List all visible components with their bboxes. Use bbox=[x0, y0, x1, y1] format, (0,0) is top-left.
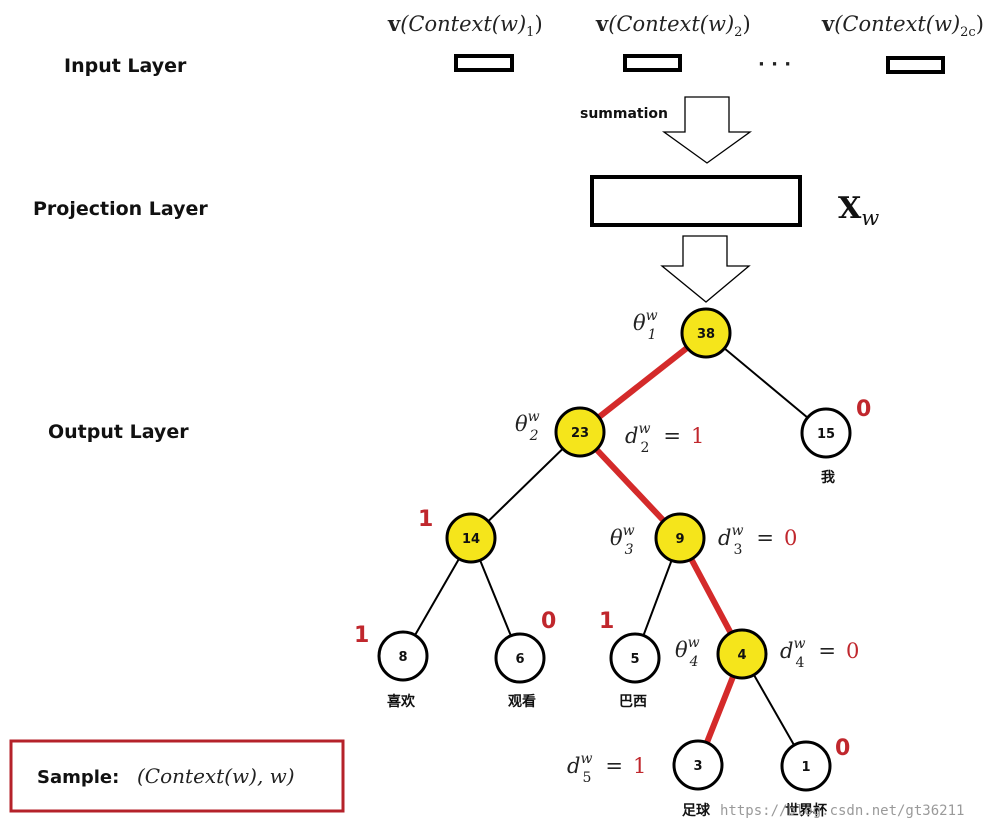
node-value: 1 bbox=[801, 760, 810, 775]
branch-code-15: 0 bbox=[856, 397, 871, 422]
node-circle bbox=[494, 632, 546, 684]
projection-vector-label: Xw bbox=[838, 191, 879, 230]
node-circle bbox=[654, 512, 706, 564]
input-vector-box-2c bbox=[886, 56, 945, 74]
node-circle bbox=[445, 512, 497, 564]
input-vector-label-2: v(Context(w)2) bbox=[595, 11, 751, 40]
tree-node-5: 5 bbox=[609, 632, 661, 684]
projection-box bbox=[590, 175, 802, 227]
node-value: 3 bbox=[693, 759, 702, 774]
summation-arrow bbox=[661, 96, 753, 164]
branch-code-8: 1 bbox=[354, 623, 369, 648]
node-circle bbox=[800, 407, 852, 459]
branch-code-5: 1 bbox=[599, 609, 614, 634]
summation-label: summation bbox=[580, 106, 668, 122]
svg-text:v(Context(w)2): v(Context(w)2) bbox=[595, 11, 751, 40]
tree-node-23: 23 bbox=[554, 406, 606, 458]
node-circle bbox=[377, 630, 429, 682]
tree-node-3: 3 bbox=[672, 739, 724, 791]
tree-node-38: 38 bbox=[680, 307, 732, 359]
leaf-word-6: 观看 bbox=[508, 693, 536, 710]
output-layer-label: Output Layer bbox=[48, 421, 189, 443]
tree-node-14: 14 bbox=[445, 512, 497, 564]
projection-layer-label: Projection Layer bbox=[33, 198, 208, 220]
node-value: 38 bbox=[697, 327, 715, 342]
node-circle bbox=[780, 740, 832, 792]
node-circle bbox=[716, 628, 768, 680]
edge-38-23 bbox=[577, 330, 709, 435]
sample-label: Sample: bbox=[37, 767, 119, 788]
leaf-word-1: 世界杯 bbox=[785, 802, 828, 819]
svg-text:v(Context(w)1): v(Context(w)1) bbox=[387, 11, 543, 40]
edge-38-15 bbox=[705, 332, 827, 434]
projection-arrow bbox=[660, 235, 751, 303]
node-circle bbox=[672, 739, 724, 791]
branch-code-6: 0 bbox=[541, 609, 556, 634]
sample-box bbox=[9, 739, 345, 813]
node-value: 15 bbox=[817, 427, 835, 442]
leaf-word-8: 喜欢 bbox=[387, 693, 416, 710]
input-layer-label: Input Layer bbox=[64, 55, 187, 77]
svg-text:v(Context(w)2c): v(Context(w)2c) bbox=[821, 11, 984, 40]
node-value: 8 bbox=[398, 650, 407, 665]
node-value: 23 bbox=[571, 426, 589, 441]
tree-node-9: 9 bbox=[654, 512, 706, 564]
tree-node-8: 8 bbox=[377, 630, 429, 682]
branch-code-1: 0 bbox=[835, 736, 850, 761]
node-value: 5 bbox=[630, 652, 639, 667]
leaf-word-5: 巴西 bbox=[619, 694, 647, 710]
tree-node-1: 1 bbox=[780, 740, 832, 792]
input-vector-label-2c: v(Context(w)2c) bbox=[821, 11, 984, 40]
node-value: 4 bbox=[737, 648, 746, 663]
watermark-url: https://blog.csdn.net/gt36211 bbox=[720, 803, 964, 819]
input-vector-label-1: v(Context(w)1) bbox=[387, 11, 543, 40]
tree-node-15: 15 bbox=[800, 407, 852, 459]
sample-expression: (Context(w), w) bbox=[137, 764, 295, 788]
tree-node-4: 4 bbox=[716, 628, 768, 680]
node-circle bbox=[609, 632, 661, 684]
node-value: 6 bbox=[515, 652, 524, 667]
node-value: 14 bbox=[462, 532, 480, 547]
node-value: 9 bbox=[675, 532, 684, 547]
leaf-word-15: 我 bbox=[821, 470, 835, 486]
node-circle bbox=[680, 307, 732, 359]
input-vector-box-1 bbox=[454, 54, 514, 72]
leaf-word-3: 足球 bbox=[682, 802, 711, 819]
input-ellipsis: · · · bbox=[758, 54, 791, 75]
node-circle bbox=[554, 406, 606, 458]
tree-node-6: 6 bbox=[494, 632, 546, 684]
input-vector-box-2 bbox=[623, 54, 682, 72]
branch-code-14: 1 bbox=[418, 507, 433, 532]
